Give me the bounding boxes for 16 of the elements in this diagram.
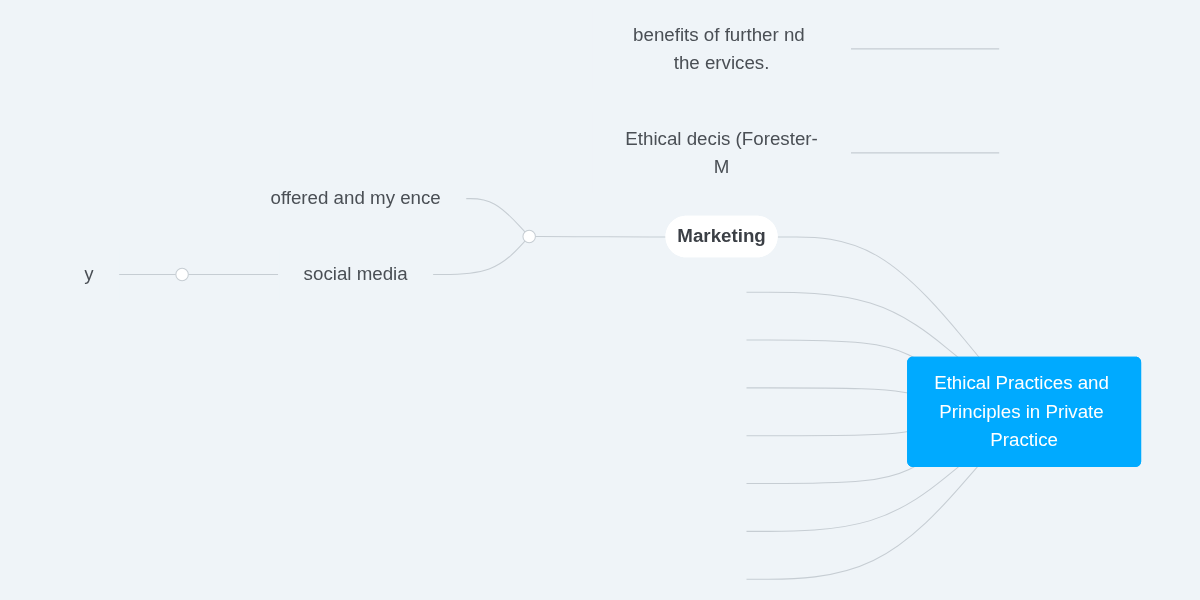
connector — [746, 291, 959, 359]
node-text: y — [84, 263, 94, 285]
connector — [746, 466, 959, 532]
connector — [746, 466, 915, 485]
connector — [118, 274, 177, 276]
node-text: Ethical decis (Forester-M — [625, 127, 818, 177]
node-text: social media — [303, 263, 408, 285]
node-circle — [175, 267, 189, 282]
node-circle — [522, 229, 536, 244]
connector — [746, 339, 915, 359]
connector — [432, 240, 526, 276]
node-text: offered and my ence — [270, 187, 441, 209]
connector — [777, 236, 980, 359]
node-text: benefits of further nd the ervices. — [633, 23, 805, 73]
connector — [465, 198, 526, 233]
connector — [746, 466, 978, 580]
